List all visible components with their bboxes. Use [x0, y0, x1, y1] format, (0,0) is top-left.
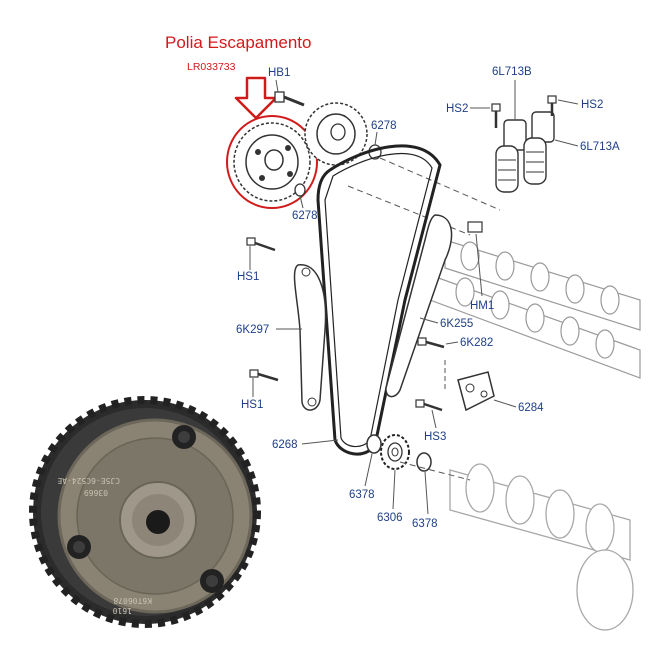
camshafts-drawing: [429, 239, 641, 379]
callout-hs2-right: HS2: [581, 99, 603, 111]
pulley-photo: CJ5E-6C524-AE 03669 K6T06078 1610: [29, 396, 261, 628]
pointer-arrow-icon: [234, 76, 278, 120]
callout-hm1: HM1: [470, 300, 494, 312]
part-number: LR033733: [187, 61, 236, 73]
bolt-hs2-right-drawing: [547, 95, 557, 116]
intake-pulley-drawing: [304, 102, 368, 166]
exhaust-pulley-drawing: [226, 115, 318, 209]
engraving-part-code: CJ5E-6C524-AE: [57, 476, 120, 485]
bolt-hs1-bottom-drawing: [249, 369, 279, 382]
solenoid-6l713a-drawing: [523, 111, 555, 185]
callout-6k282: 6K282: [460, 337, 493, 349]
callout-6378-left: 6378: [349, 489, 375, 501]
bolt-hs2-left-drawing: [491, 103, 501, 128]
bolt-hs1-top-drawing: [246, 237, 276, 252]
bolt-6k282-drawing: [417, 337, 445, 349]
bolt-hs3-drawing: [415, 399, 443, 412]
callout-hb1: HB1: [268, 67, 290, 79]
callout-hs2-left: HS2: [446, 103, 468, 115]
crankshaft-drawing: [449, 463, 634, 631]
callout-hs3: HS3: [424, 431, 446, 443]
callout-6k255: 6K255: [440, 318, 473, 330]
tensioner-6284-drawing: [444, 360, 495, 412]
callout-6k297: 6K297: [236, 324, 269, 336]
washer-6278-bottom-drawing: [294, 183, 306, 197]
engraving-date: 1610: [113, 606, 132, 615]
callout-6306: 6306: [377, 512, 403, 524]
washer-6378-right-drawing: [416, 452, 432, 472]
timing-chain-drawing: [316, 144, 442, 456]
callout-6l713b: 6L713B: [492, 66, 532, 78]
pin-hm1-drawing: [467, 221, 483, 233]
callout-6268: 6268: [272, 439, 298, 451]
engraving-code: 03669: [84, 488, 108, 497]
callout-hs1-top: HS1: [237, 271, 259, 283]
washer-6378-left-drawing: [366, 434, 382, 454]
callout-6284: 6284: [518, 402, 544, 414]
solenoid-6l713b-drawing: [495, 119, 527, 193]
callout-6278-bottom: 6278: [292, 210, 318, 222]
callout-hs1-bottom: HS1: [241, 399, 263, 411]
callout-6278-top: 6278: [371, 120, 397, 132]
page-title: Polia Escapamento: [165, 33, 311, 52]
callout-6l713a: 6L713A: [580, 141, 620, 153]
engraving-serial: K6T06078: [113, 596, 152, 605]
crank-sprocket-6306-drawing: [380, 434, 410, 470]
guide-rail-6k255-drawing: [385, 214, 453, 398]
tensioner-arm-6k297-drawing: [293, 264, 327, 411]
callout-6378-right: 6378: [412, 518, 438, 530]
bolt-hb1-drawing: [274, 91, 305, 107]
